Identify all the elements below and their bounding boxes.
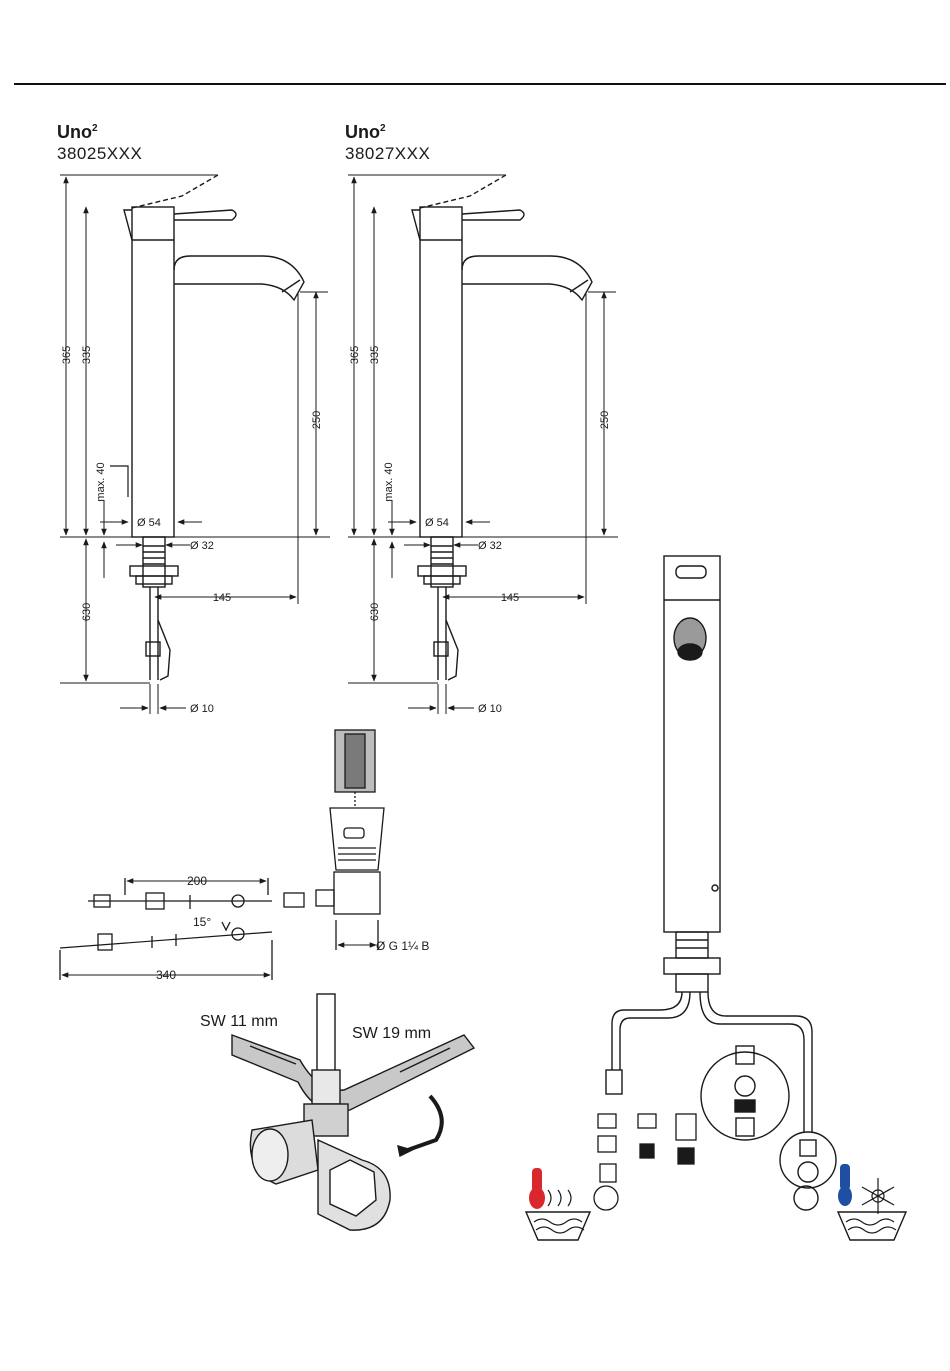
dim-365-label: 365: [61, 346, 73, 364]
waste-labels: 200 340 15° Ø G 1¼ B: [156, 874, 429, 982]
dimension-lines-2: [354, 177, 616, 714]
dim-335-label: 335: [81, 346, 93, 364]
dim-d32-label: Ø 32: [190, 540, 214, 552]
dim-145-label: 145: [501, 592, 519, 604]
dim-630-label: 630: [81, 603, 93, 621]
dim-630-label: 630: [369, 603, 381, 621]
dim-d32-label: Ø 32: [478, 540, 502, 552]
dim-d10-label: Ø 10: [478, 703, 502, 715]
sw11-label: SW 11 mm: [200, 1013, 278, 1030]
dim-250-label: 250: [311, 411, 323, 429]
dim-d54-label: Ø 54: [425, 517, 449, 529]
dim-d10-label: Ø 10: [190, 703, 214, 715]
dim-max40-label: max. 40: [95, 462, 107, 501]
dim-340-label: 340: [156, 968, 176, 982]
thread-label: Ø G 1¼ B: [376, 939, 429, 953]
dim-d54-label: Ø 54: [137, 517, 161, 529]
dim-max40-label: max. 40: [383, 462, 395, 501]
dim-250-label: 250: [599, 411, 611, 429]
faucet-drawing-2: [348, 175, 618, 683]
installed-faucet: [606, 556, 836, 1210]
dimension-labels-2: 365 335 250 max. 40 Ø 54 Ø 32 630 145 Ø …: [349, 346, 611, 715]
hot-water-icon: [526, 1168, 590, 1240]
dim-200-label: 200: [187, 874, 207, 888]
dim-335-label: 335: [369, 346, 381, 364]
angle-label: 15°: [193, 915, 211, 929]
cold-water-icon: [838, 1164, 906, 1240]
dimension-labels-1: 365 335 250 max. 40 Ø 54 Ø 32 630 145 Ø …: [61, 346, 323, 715]
dimension-lines-1: [66, 177, 328, 714]
faucet-drawing-1: [60, 175, 330, 683]
small-parts: [594, 1114, 696, 1210]
snowflake-icon: [862, 1178, 894, 1214]
dim-145-label: 145: [213, 592, 231, 604]
sw19-label: SW 19 mm: [352, 1025, 431, 1042]
waste-assembly: [60, 730, 384, 980]
dim-365-label: 365: [349, 346, 361, 364]
